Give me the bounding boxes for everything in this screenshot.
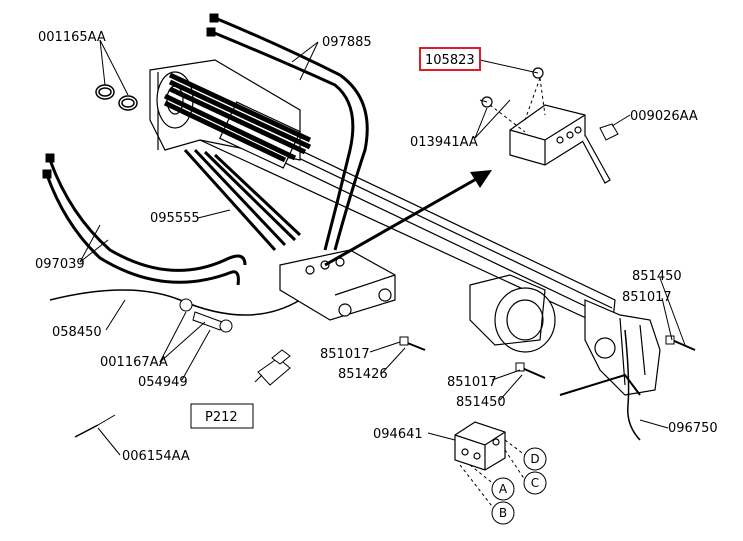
clamps-001165AA: [95, 84, 138, 111]
p212-box: [190, 403, 254, 429]
label-095555: 095555: [150, 211, 200, 226]
label-097885: 097885: [322, 35, 372, 50]
highlight-box-105823: [419, 47, 481, 71]
label-013941AA: 013941AA: [410, 135, 478, 150]
connector-094641: [454, 421, 506, 471]
bolt-006154AA: [74, 414, 116, 438]
label-851017-a: 851017: [320, 347, 370, 362]
label-001165AA: 001165AA: [38, 30, 106, 45]
fitting-009026AA: [599, 123, 619, 141]
label-851450-b: 851450: [456, 395, 506, 410]
detail-block: [481, 67, 611, 184]
label-851426: 851426: [338, 367, 388, 382]
circle-A: A: [491, 477, 515, 501]
hose-bundle-095555: [183, 148, 302, 252]
circle-D: D: [523, 447, 547, 471]
circle-A-label: A: [499, 482, 508, 496]
leader-lines: [79, 39, 686, 456]
circle-B-label: B: [499, 506, 507, 520]
circle-C-label: C: [531, 476, 539, 490]
label-009026AA: 009026AA: [630, 109, 698, 124]
detail-block-dashes: [489, 77, 546, 133]
hose-bundle-top: [163, 72, 312, 163]
manifold-block: [279, 249, 396, 321]
connector-part: [257, 349, 291, 386]
label-001167AA: 001167AA: [100, 355, 168, 370]
fitting-054949: [179, 298, 233, 333]
label-851017-c: 851017: [622, 290, 672, 305]
label-105823: 105823: [425, 53, 475, 68]
label-851017-b: 851017: [447, 375, 497, 390]
circle-D-label: D: [530, 452, 539, 466]
hose-097885: [206, 13, 369, 251]
label-094641: 094641: [373, 427, 423, 442]
label-851450-a: 851450: [632, 269, 682, 284]
label-096750: 096750: [668, 421, 718, 436]
bolts: [399, 335, 696, 379]
label-006154AA: 006154AA: [122, 449, 190, 464]
label-p212: P212: [205, 410, 238, 425]
wire-harness-end: [559, 373, 641, 396]
circle-C: C: [523, 471, 547, 495]
label-097039: 097039: [35, 257, 85, 272]
hose-097039: [42, 153, 247, 286]
label-058450: 058450: [52, 325, 102, 340]
connector-094641-dashes: [459, 439, 526, 511]
label-054949: 054949: [138, 375, 188, 390]
detail-arrow: [324, 170, 492, 267]
wire-096750: [624, 329, 641, 441]
circle-B: B: [491, 501, 515, 525]
